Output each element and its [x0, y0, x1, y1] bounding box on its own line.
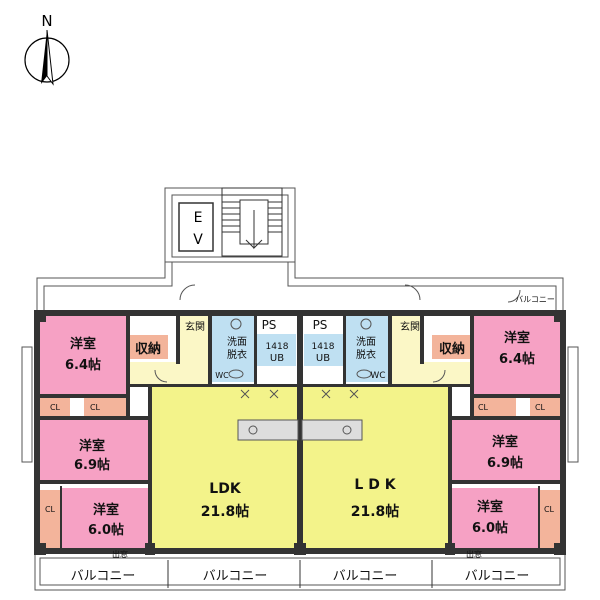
- left-balcony-1: バルコニー: [71, 569, 136, 584]
- right-unit-bath: [304, 334, 344, 366]
- left-cl1: CL: [50, 403, 61, 412]
- left-bay-label: 出窓: [112, 549, 128, 559]
- left-bed1-name: 洋室: [70, 336, 96, 352]
- left-ps-label: PS: [262, 318, 277, 332]
- right-balcony-2: バルコニー: [465, 569, 530, 584]
- compass-north-label: N: [41, 12, 52, 30]
- right-storage-label: 収納: [439, 341, 465, 357]
- left-washroom: [212, 316, 256, 366]
- right-cl2: CL: [535, 403, 546, 412]
- left-entrance-area: [180, 316, 210, 364]
- left-ldk-size: 21.8帖: [201, 503, 250, 520]
- left-cl2: CL: [90, 403, 101, 412]
- elevator-shaft: E V: [178, 202, 214, 252]
- right-corridor: [390, 362, 470, 384]
- left-wash-line1: 洗面: [227, 336, 247, 348]
- left-kitchen-counter: [237, 419, 299, 441]
- right-unit: [302, 316, 560, 550]
- left-ub-line1: 1418: [266, 342, 289, 352]
- right-ub-line2: UB: [316, 353, 330, 364]
- right-entrance-label: 玄関: [400, 320, 420, 333]
- right-wash-line2: 脱衣: [356, 348, 376, 361]
- right-ldk: [302, 386, 448, 548]
- right-cl1: CL: [478, 403, 489, 412]
- right-bay-label: 出窓: [466, 549, 482, 559]
- right-bedroom-1: [474, 316, 560, 394]
- balcony-dividers: [167, 560, 433, 588]
- right-bed2-size: 6.9帖: [487, 455, 523, 471]
- right-kitchen-counter: [301, 419, 363, 441]
- fixtures: [154, 284, 521, 441]
- left-balcony-2: バルコニー: [203, 569, 268, 584]
- elevator-label-v: V: [193, 232, 203, 248]
- left-closet-1: [40, 398, 70, 416]
- right-bedroom-3: [448, 488, 538, 550]
- left-ldk: [152, 386, 298, 548]
- left-cl3: CL: [45, 505, 56, 514]
- compass-needle-left: [41, 30, 47, 84]
- left-closet-3: [40, 490, 60, 548]
- left-entrance-label: 玄関: [185, 320, 205, 333]
- left-ldk-name: LDK: [209, 481, 242, 497]
- left-wc: [212, 366, 256, 382]
- elevator-box: [178, 202, 214, 252]
- left-bedroom-1: [40, 316, 126, 394]
- right-bed1-size: 6.4帖: [499, 351, 535, 367]
- left-storage-label: 収納: [135, 341, 161, 357]
- right-storage: [432, 335, 472, 359]
- left-corridor: [130, 362, 210, 384]
- left-storage: [128, 335, 168, 359]
- right-bed3-name: 洋室: [477, 499, 503, 515]
- left-bedroom-3: [62, 488, 152, 550]
- right-ps-label: PS: [313, 318, 328, 332]
- right-ldk-size: 21.8帖: [351, 503, 400, 520]
- left-bed3-size: 6.0帖: [88, 522, 124, 538]
- compass-needle-right: [46, 29, 54, 86]
- right-bed3-size: 6.0帖: [472, 520, 508, 536]
- left-small-labels: 玄関 PS 洗面 脱衣 1418 UB WC CL CL CL 出窓 バルコニー…: [45, 318, 289, 584]
- right-labels: 洋室 6.4帖 洋室 6.9帖 洋室 6.0帖 収納 L D K 21.8帖: [351, 330, 535, 536]
- left-bed2-name: 洋室: [79, 438, 105, 454]
- left-ub-line2: UB: [270, 353, 284, 364]
- right-small-labels: 玄関 PS 洗面 脱衣 1418 UB WC CL CL CL 出窓 バルコニー…: [312, 295, 555, 584]
- left-unit-bath: [256, 334, 296, 366]
- right-bedroom-2: [448, 420, 560, 480]
- right-bed2-name: 洋室: [492, 434, 518, 450]
- left-closet-2: [84, 398, 126, 416]
- walls: [34, 310, 566, 555]
- right-ldk-name: L D K: [354, 477, 396, 493]
- right-bed1-name: 洋室: [504, 330, 530, 346]
- right-closet-2: [530, 398, 560, 416]
- right-balcony-small: バルコニー: [515, 295, 555, 304]
- staircase: [221, 187, 283, 257]
- left-bed2-size: 6.9帖: [74, 457, 110, 473]
- right-balcony-1: バルコニー: [333, 569, 398, 584]
- elevator-label-e: E: [194, 210, 203, 226]
- left-wash-line2: 脱衣: [227, 348, 247, 361]
- left-wc-label: WC: [215, 371, 229, 380]
- right-washroom: [344, 316, 388, 366]
- left-bed1-size: 6.4帖: [65, 357, 101, 373]
- left-bedroom-2: [40, 420, 152, 480]
- right-wash-line1: 洗面: [356, 336, 376, 348]
- left-bed3-name: 洋室: [93, 502, 119, 518]
- right-closet-1: [474, 398, 516, 416]
- right-entrance-area: [390, 316, 420, 364]
- right-wc-label: WC: [370, 371, 385, 381]
- right-cl3: CL: [544, 505, 555, 514]
- right-ub-line1: 1418: [312, 342, 335, 352]
- compass: N: [24, 12, 70, 86]
- left-labels: 洋室 6.4帖 洋室 6.9帖 洋室 6.0帖 収納 LDK 21.8帖: [65, 336, 249, 538]
- left-unit: [40, 316, 298, 550]
- right-wc: [344, 366, 388, 382]
- right-closet-3: [540, 490, 560, 548]
